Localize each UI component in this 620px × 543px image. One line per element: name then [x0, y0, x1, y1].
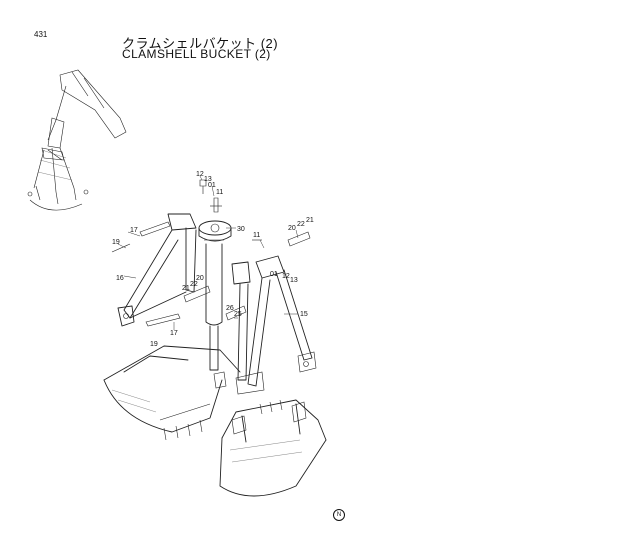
callout-11-right: 11: [253, 232, 260, 239]
leader-lines: [117, 175, 299, 330]
callout-20-right: 20: [288, 225, 296, 232]
left-bucket-shell: [103, 345, 241, 441]
callout-01-top: 01: [208, 182, 216, 189]
top-bolts: [199, 179, 222, 213]
callout-22-left: 22: [190, 281, 198, 288]
callout-25: 25: [234, 311, 242, 318]
callout-15: 15: [300, 311, 308, 318]
callout-13-right: 13: [290, 277, 298, 284]
callout-01-right: 01: [270, 271, 278, 278]
right-bucket-shell: [219, 399, 327, 497]
callout-21-right: 21: [306, 217, 314, 224]
callout-19-upper: 19: [112, 239, 120, 246]
callout-16: 16: [116, 275, 124, 282]
callout-11-top: 11: [216, 189, 223, 196]
machine-thumbnail: [27, 69, 127, 211]
callout-13-top: 13: [204, 176, 212, 183]
title-english: CLAMSHELL BUCKET (2): [122, 47, 271, 61]
callout-19-lower: 19: [150, 341, 158, 348]
footer-mark: N: [333, 509, 345, 521]
page-number: 431: [34, 30, 48, 39]
callout-12-right: 12: [282, 273, 290, 280]
callout-22-right: 22: [297, 221, 305, 228]
callout-21-left: 21: [182, 285, 190, 292]
callout-30: 30: [237, 226, 245, 233]
callout-labels: 12 13 01 11 17 19 16 30 11 20 22 21 21 2…: [112, 171, 314, 348]
title-japanese: クラムシェルバケット (2): [122, 36, 279, 51]
callout-26: 26: [226, 305, 234, 312]
center-cylinder: [198, 220, 232, 371]
callout-12-top: 12: [196, 171, 204, 178]
left-arm-assembly: [111, 213, 211, 327]
callout-20-left: 20: [196, 275, 204, 282]
callout-17-upper: 17: [130, 227, 138, 234]
callout-17-lower: 17: [170, 330, 178, 337]
